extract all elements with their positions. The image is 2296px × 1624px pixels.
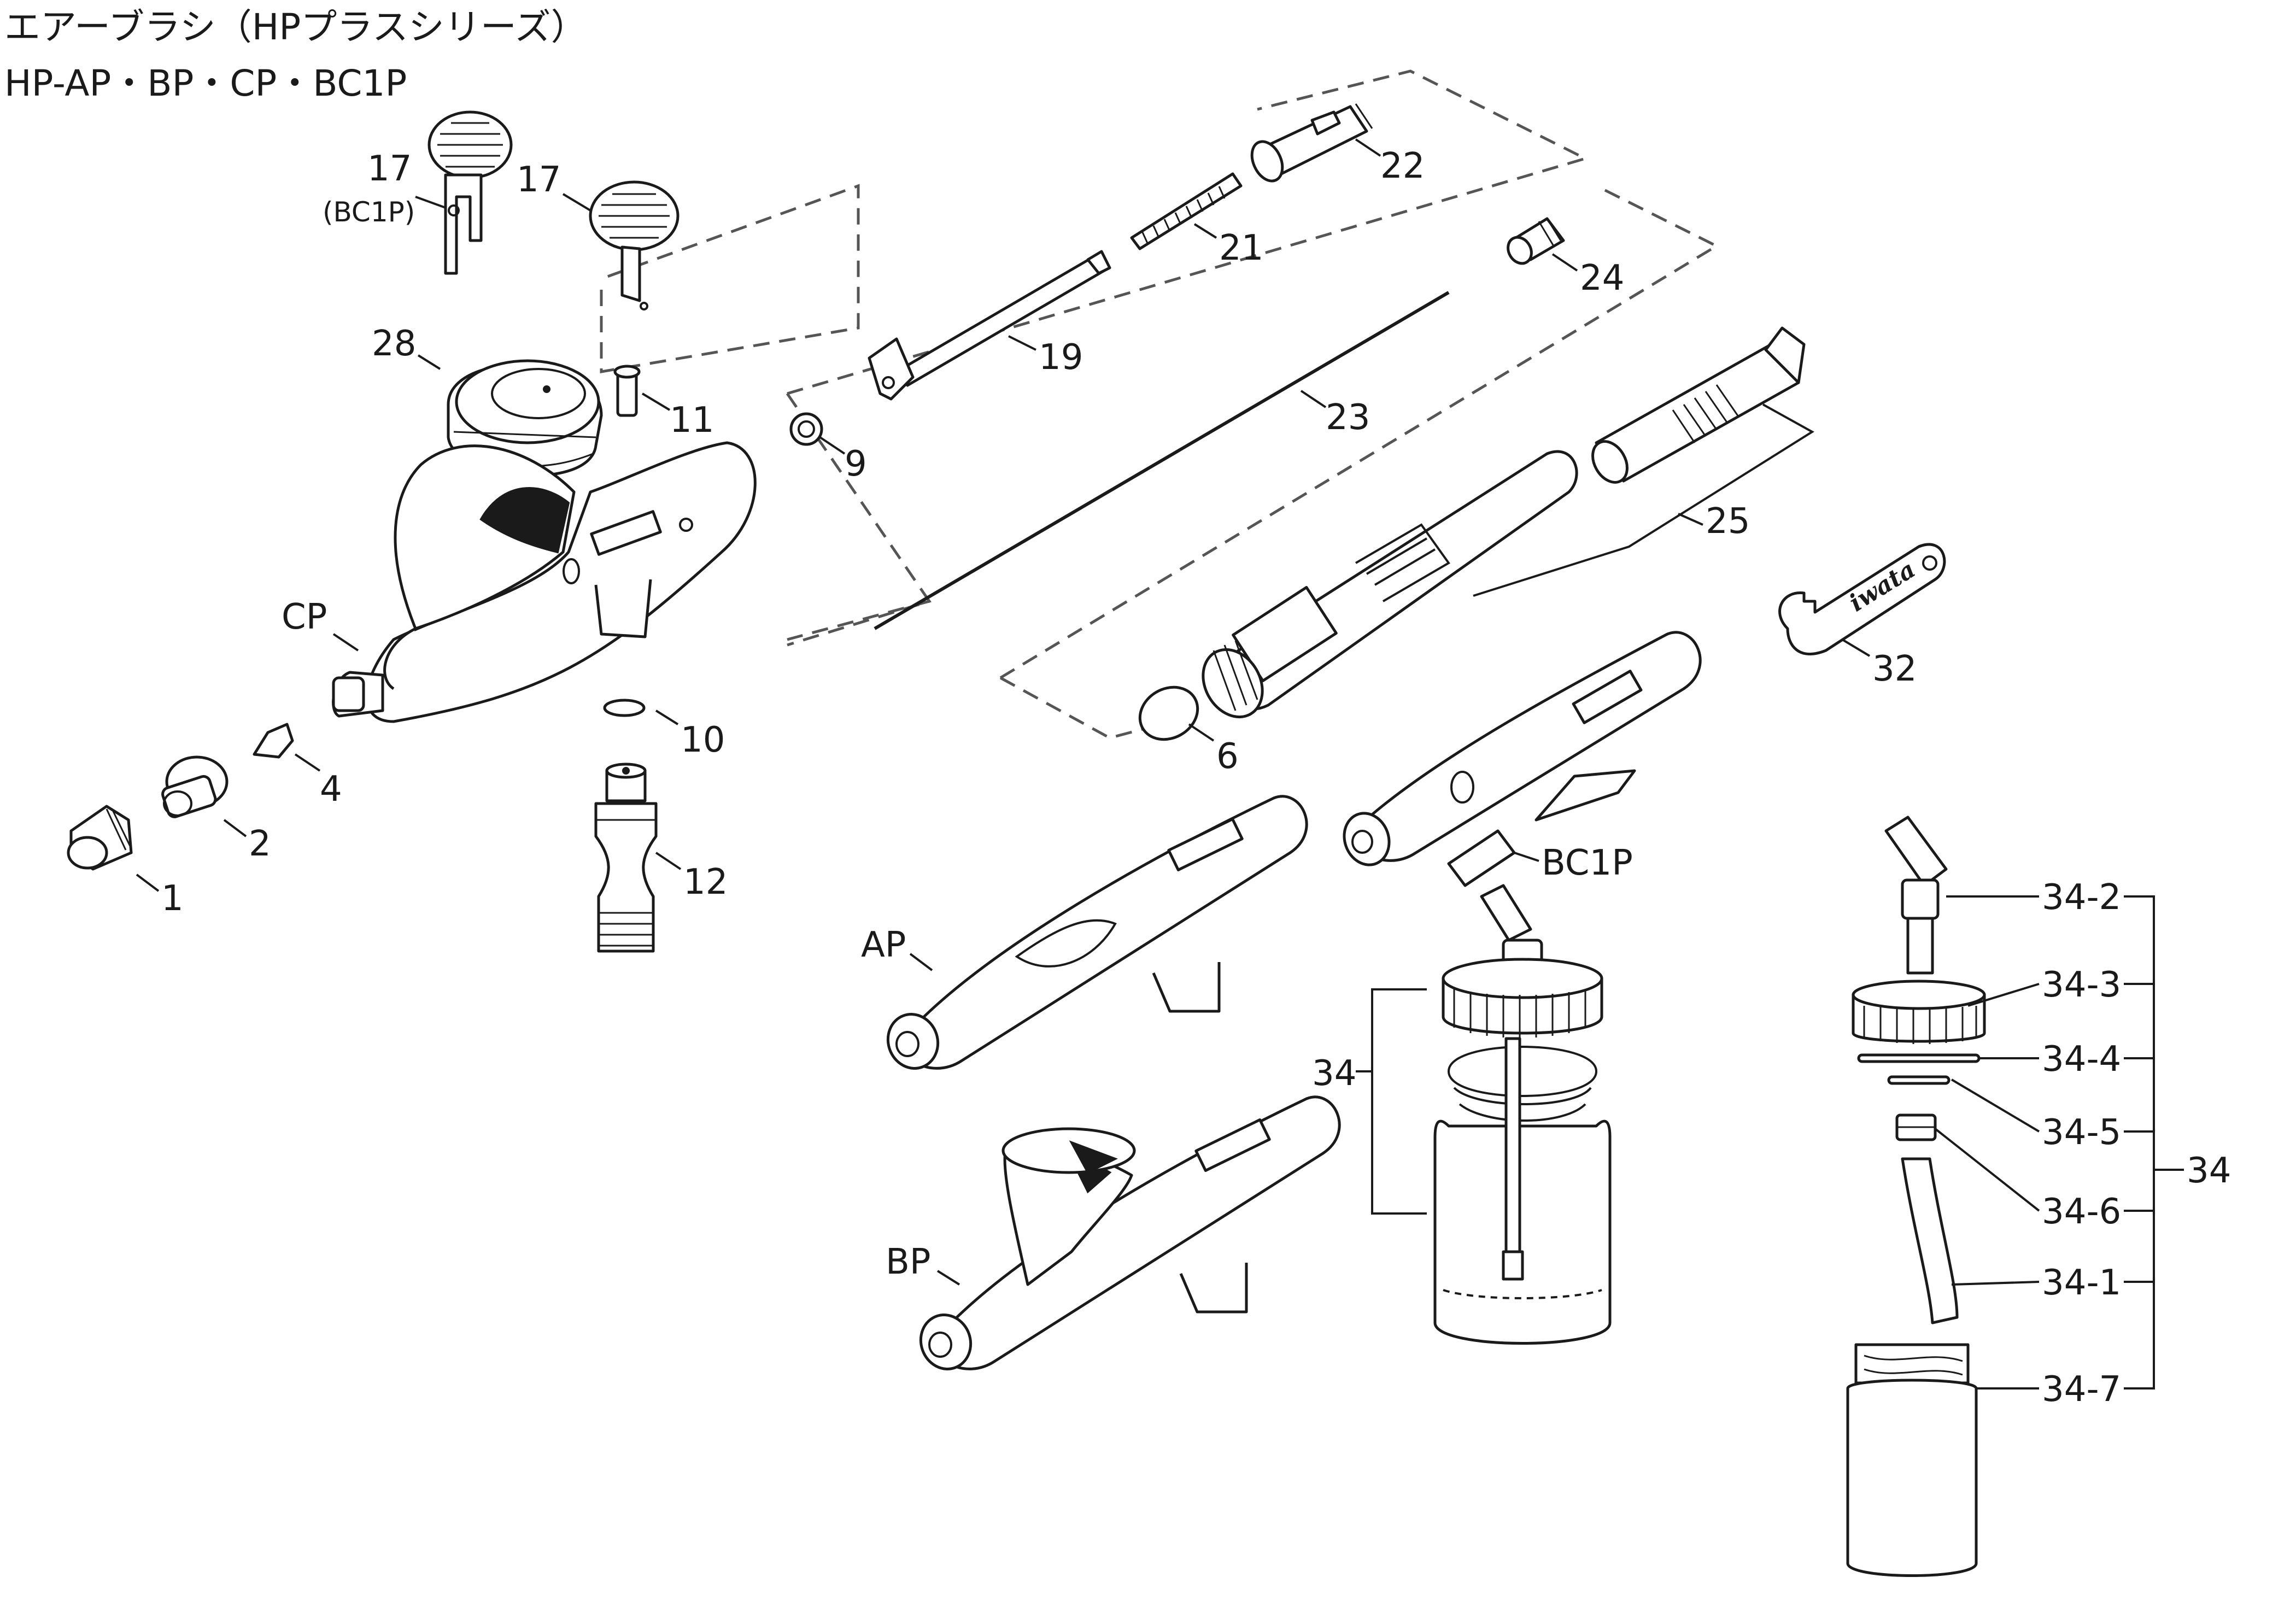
label-12: 12 xyxy=(683,862,728,902)
label-17-bc1p-note: (BC1P) xyxy=(323,196,415,228)
part-34-1-tube xyxy=(1901,1157,1959,1324)
part-23-needle xyxy=(874,291,1450,630)
label-ap: AP xyxy=(861,925,906,965)
label-17-bc1p: 17 xyxy=(367,149,412,189)
label-17: 17 xyxy=(517,160,561,200)
part-34-6-joint xyxy=(1895,1113,1937,1141)
airbrush-ap xyxy=(886,795,1308,1070)
label-34-5: 34-5 xyxy=(2042,1112,2121,1153)
part-2-nozzle-cap xyxy=(161,755,229,818)
part-34-5-packing xyxy=(1887,1075,1951,1085)
label-34-6: 34-6 xyxy=(2042,1192,2121,1232)
leaders-parts xyxy=(136,138,1871,892)
label-11: 11 xyxy=(670,400,714,441)
part-22-spring-guide xyxy=(1250,103,1373,183)
diagram-title: エアーブラシ（HPプラスシリーズ） xyxy=(4,6,587,48)
part-4-nozzle xyxy=(253,723,294,759)
part-17-lever xyxy=(589,180,680,310)
label-bp: BP xyxy=(886,1242,931,1282)
label-cp: CP xyxy=(282,597,327,637)
part-25-handle xyxy=(1591,326,1806,484)
part-11-pin xyxy=(613,365,641,417)
label-19: 19 xyxy=(1039,337,1083,378)
label-9: 9 xyxy=(845,444,867,484)
part-24-needle-chucking-nut xyxy=(1507,217,1565,265)
part-labels: 1 2 4 6 9 10 11 12 17 (BC1P) 17 19 21 22… xyxy=(161,146,2231,1410)
bracket-25 xyxy=(1473,403,1814,597)
part-17-bc1p-lever xyxy=(427,110,513,275)
part-6-o-ring xyxy=(1138,685,1199,741)
part-34-4-gasket xyxy=(1857,1053,1981,1063)
airbrush-bp xyxy=(919,1095,1341,1370)
label-24: 24 xyxy=(1580,258,1624,298)
label-34-left: 34 xyxy=(1312,1053,1356,1094)
part-1-needle-cap xyxy=(67,805,133,871)
part-34-2-siphon-tube xyxy=(1884,816,1948,975)
part-34-7-jar xyxy=(1846,1343,1978,1577)
label-6: 6 xyxy=(1216,736,1239,777)
airbrush-bc1p xyxy=(1343,631,1702,887)
label-23: 23 xyxy=(1326,397,1370,438)
label-4: 4 xyxy=(320,769,342,810)
label-2: 2 xyxy=(249,824,271,864)
label-34-4: 34-4 xyxy=(2042,1039,2121,1080)
label-28: 28 xyxy=(372,324,416,364)
bracket-34-left xyxy=(1371,988,1427,1215)
dashed-guides xyxy=(600,69,1720,740)
label-34-1: 34-1 xyxy=(2042,1263,2121,1303)
label-21: 21 xyxy=(1219,228,1263,268)
label-32: 32 xyxy=(1872,649,1917,689)
part-34-3-bottle-cap xyxy=(1852,980,1986,1044)
bottle-assembly-34 xyxy=(1433,884,1612,1345)
label-34-right: 34 xyxy=(2187,1151,2231,1191)
airbrush-body-cp xyxy=(332,441,757,723)
part-21-spring xyxy=(1130,172,1243,250)
label-25: 25 xyxy=(1706,501,1750,542)
label-bc1p: BC1P xyxy=(1542,843,1633,883)
label-34-7: 34-7 xyxy=(2042,1369,2121,1410)
label-22: 22 xyxy=(1380,146,1425,186)
leaders-34 xyxy=(1934,895,2184,1390)
part-10-o-ring xyxy=(603,699,646,717)
label-34-2: 34-2 xyxy=(2042,877,2121,918)
model-list: HP-AP・BP・CP・BC1P xyxy=(4,62,407,104)
label-10: 10 xyxy=(681,720,725,760)
part-32-wrench: iwata xyxy=(1778,543,1946,655)
part-12-air-valve xyxy=(594,763,658,953)
label-34-3: 34-3 xyxy=(2042,965,2121,1005)
airbrush-handle xyxy=(1202,450,1578,719)
part-9-nut xyxy=(789,412,823,446)
label-1: 1 xyxy=(161,878,184,919)
part-19-chucking-guide xyxy=(868,250,1111,401)
